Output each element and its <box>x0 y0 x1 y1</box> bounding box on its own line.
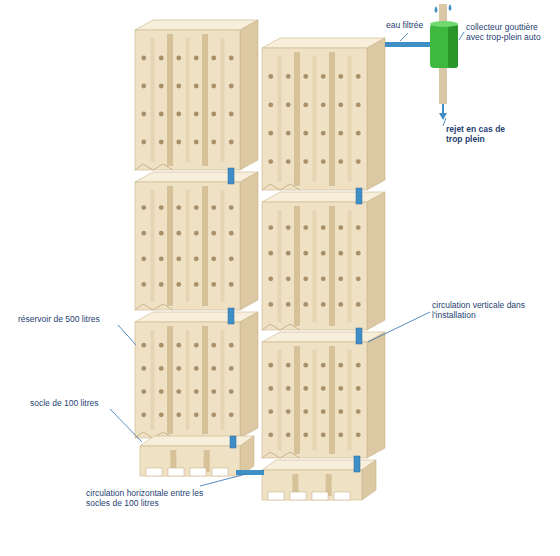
inlet-pipe <box>385 42 431 47</box>
leader-line <box>368 312 430 342</box>
tank-500l <box>135 20 258 170</box>
callout-label: eau filtrée <box>386 20 436 30</box>
horizontal-pipe <box>236 470 264 475</box>
pipe <box>228 168 234 184</box>
tank-500l <box>135 312 258 438</box>
callout-label: collecteur gouttière avec trop-plein aut… <box>466 22 554 42</box>
leader-line <box>459 32 464 40</box>
pipe <box>228 308 234 324</box>
gutter-collector <box>430 4 458 120</box>
leader-line <box>110 409 142 442</box>
leader-line <box>400 33 408 41</box>
callout-label: circulation verticale dans l'installatio… <box>432 300 530 320</box>
leader-line <box>443 118 446 126</box>
pipe <box>356 188 362 204</box>
tank-500l <box>135 172 258 310</box>
leader-line <box>200 474 246 486</box>
pipe <box>354 456 360 472</box>
pipe <box>356 328 362 344</box>
callout-label: réservoir de 500 litres <box>18 314 130 324</box>
callout-label: rejet en cas de trop plein <box>446 124 518 144</box>
leader-line <box>118 325 136 345</box>
callout-label: circulation horizontale entre les socles… <box>86 488 218 508</box>
tank-500l <box>262 38 385 190</box>
tank-500l <box>262 192 385 330</box>
pipe <box>230 436 236 448</box>
callout-label: socle de 100 litres <box>30 398 122 408</box>
tank-500l <box>262 332 385 458</box>
